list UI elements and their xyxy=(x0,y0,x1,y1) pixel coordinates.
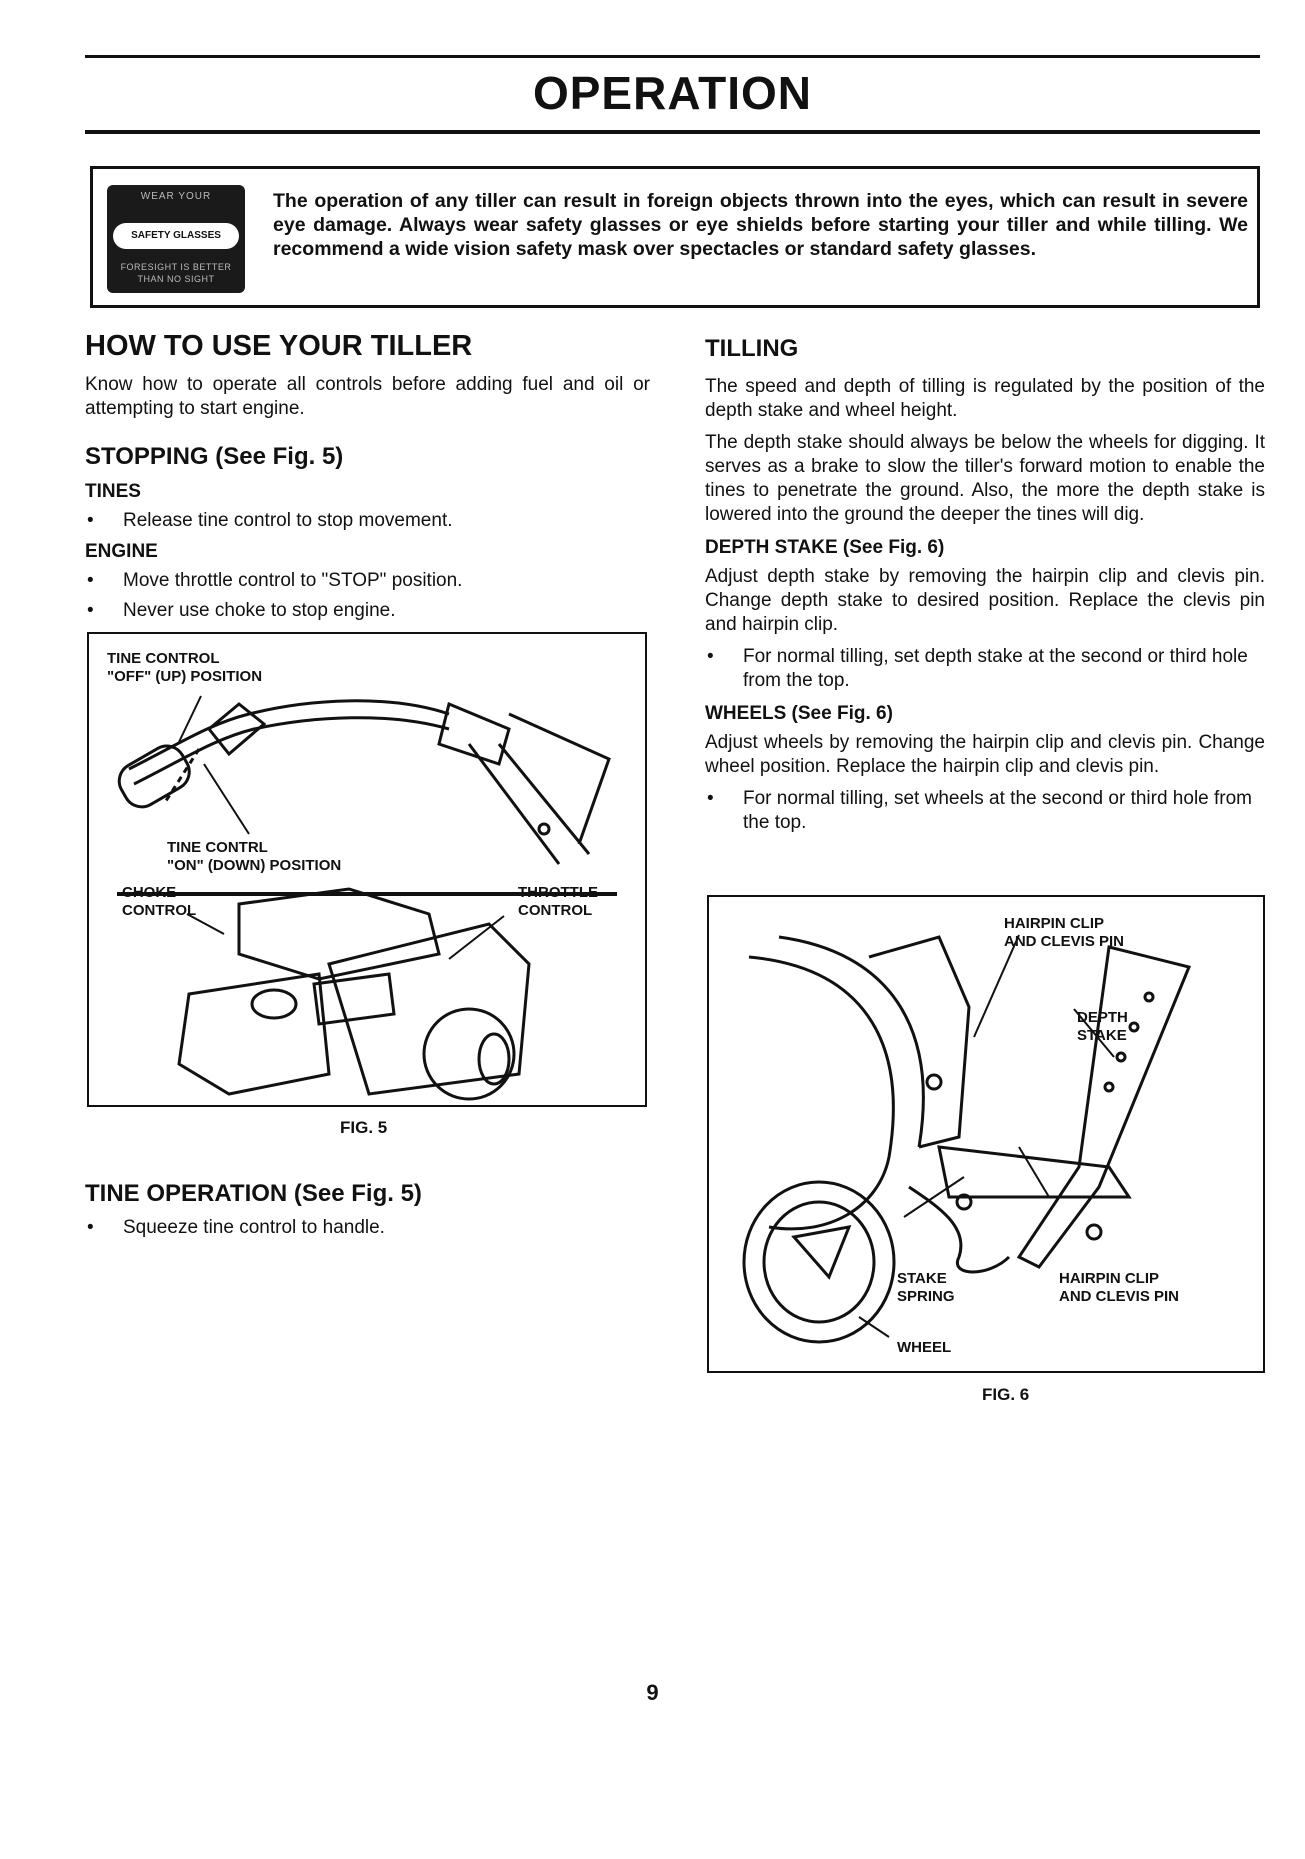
safety-warning-box: WEAR YOUR SAFETY GLASSES FORESIGHT IS BE… xyxy=(90,166,1260,308)
right-column: TILLING The speed and depth of tilling i… xyxy=(705,335,1265,835)
list-item: Never use choke to stop engine. xyxy=(85,599,650,623)
list-item: Squeeze tine control to handle. xyxy=(85,1216,650,1240)
wheels-heading: WHEELS (See Fig. 6) xyxy=(705,703,893,724)
stake-hole-icon xyxy=(1143,991,1155,1003)
tines-heading: TINES xyxy=(85,481,141,502)
list-item: Move throttle control to "STOP" position… xyxy=(85,569,650,593)
depth-stake-icon xyxy=(1016,945,1192,1269)
clevis-pin-icon xyxy=(1085,1223,1103,1241)
air-cleaner-icon xyxy=(237,887,441,981)
handle-tube-line xyxy=(467,743,591,865)
starter-hub-icon xyxy=(477,1032,511,1086)
bolt-icon xyxy=(537,822,551,836)
fig5-box: TINE CONTROL"OFF" (UP) POSITION TINE CON… xyxy=(87,632,647,1107)
fig5-caption: FIG. 5 xyxy=(340,1118,388,1137)
fuel-tank-icon xyxy=(177,972,331,1096)
handle-bar-line xyxy=(133,716,450,786)
handle-brace-line xyxy=(508,712,611,845)
engine-heading: ENGINE xyxy=(85,541,158,562)
wheels-paragraph: Adjust wheels by removing the hairpin cl… xyxy=(705,732,1265,777)
warning-text: The operation of any tiller can result i… xyxy=(273,190,1248,260)
tine-operation-list: Squeeze tine control to handle. xyxy=(85,1216,650,1240)
intro-paragraph: Know how to operate all controls before … xyxy=(85,374,650,419)
tine-shield-icon xyxy=(778,935,925,1148)
tines-list: Release tine control to stop movement. xyxy=(85,509,650,533)
depth-stake-heading: DEPTH STAKE (See Fig. 6) xyxy=(705,537,945,558)
top-rule xyxy=(85,55,1260,58)
engine-list: Move throttle control to "STOP" position… xyxy=(85,569,650,623)
badge-top-text: WEAR YOUR xyxy=(140,191,212,202)
throttle-pointer-line xyxy=(448,915,505,960)
choke-pointer-line xyxy=(186,913,225,935)
on-pointer-line xyxy=(203,763,250,835)
stake-bar-icon xyxy=(937,1145,1132,1199)
badge-mid-text: SAFETY GLASSES xyxy=(113,223,239,249)
tine-shield-icon xyxy=(748,955,895,1231)
grip-icon xyxy=(117,744,191,809)
wheel-hub-icon xyxy=(791,1225,852,1280)
stake-spring-pointer xyxy=(903,1176,965,1218)
tine-off-label: TINE CONTROL"OFF" (UP) POSITION xyxy=(107,650,263,685)
handle-bar-line xyxy=(128,699,450,771)
clevis-pin-icon xyxy=(925,1073,943,1091)
list-item: For normal tilling, set depth stake at t… xyxy=(705,645,1265,693)
hairpin-top-pointer xyxy=(973,934,1020,1038)
engine-block-icon xyxy=(327,922,531,1096)
wheel-label: WHEEL xyxy=(897,1339,952,1356)
throttle-linkage-icon xyxy=(312,972,396,1026)
fig6-illustration xyxy=(742,934,1192,1344)
tine-lever-icon xyxy=(206,702,267,757)
off-pointer-line xyxy=(178,695,202,743)
depth-stake-list: For normal tilling, set depth stake at t… xyxy=(705,645,1265,693)
stake-hole-icon xyxy=(1115,1051,1127,1063)
fig6-caption: FIG. 6 xyxy=(982,1385,1030,1404)
wheels-list: For normal tilling, set wheels at the se… xyxy=(705,787,1265,835)
tilling-paragraph-2: The depth stake should always be below t… xyxy=(705,432,1265,525)
starter-housing-icon xyxy=(422,1007,516,1101)
stopping-heading: STOPPING (See Fig. 5) xyxy=(85,443,344,470)
depth-stake-pointer xyxy=(1073,1008,1115,1058)
wheel-rim-icon xyxy=(762,1200,876,1324)
safety-glasses-badge: WEAR YOUR SAFETY GLASSES FORESIGHT IS BE… xyxy=(107,185,245,293)
badge-bottom-text: FORESIGHT IS BETTER THAN NO SIGHT xyxy=(120,262,232,284)
hairpin-bottom-pointer xyxy=(1018,1146,1050,1198)
tine-operation-heading: TINE OPERATION (See Fig. 5) xyxy=(85,1180,422,1207)
depth-stake-paragraph: Adjust depth stake by removing the hairp… xyxy=(705,566,1265,635)
title-rule xyxy=(85,130,1260,134)
stake-hole-icon xyxy=(1103,1081,1115,1093)
stake-hole-icon xyxy=(1128,1021,1140,1033)
fuel-cap-icon xyxy=(250,988,298,1020)
tine-on-label: TINE CONTRL"ON" (DOWN) POSITION xyxy=(167,839,342,874)
handle-clamp-icon xyxy=(437,701,511,766)
frame-bracket-icon xyxy=(868,935,971,1149)
left-column: HOW TO USE YOUR TILLER Know how to opera… xyxy=(85,330,650,623)
how-to-use-heading: HOW TO USE YOUR TILLER xyxy=(85,330,473,362)
list-item: Release tine control to stop movement. xyxy=(85,509,650,533)
page-title: OPERATION xyxy=(532,67,813,119)
wheel-icon xyxy=(742,1180,896,1344)
clevis-pin-icon xyxy=(955,1193,973,1211)
list-item: For normal tilling, set wheels at the se… xyxy=(705,787,1265,835)
tilling-paragraph-1: The speed and depth of tilling is regula… xyxy=(705,376,1265,421)
tilling-heading: TILLING xyxy=(705,335,799,362)
fig5-illustration xyxy=(117,695,617,1101)
stake-spring-icon xyxy=(908,1185,1011,1274)
tine-operation-section: TINE OPERATION (See Fig. 5) Squeeze tine… xyxy=(85,1180,650,1240)
page-number: 9 xyxy=(646,1680,659,1705)
lever-travel-dashed xyxy=(162,748,201,805)
wheel-pointer xyxy=(858,1316,890,1338)
